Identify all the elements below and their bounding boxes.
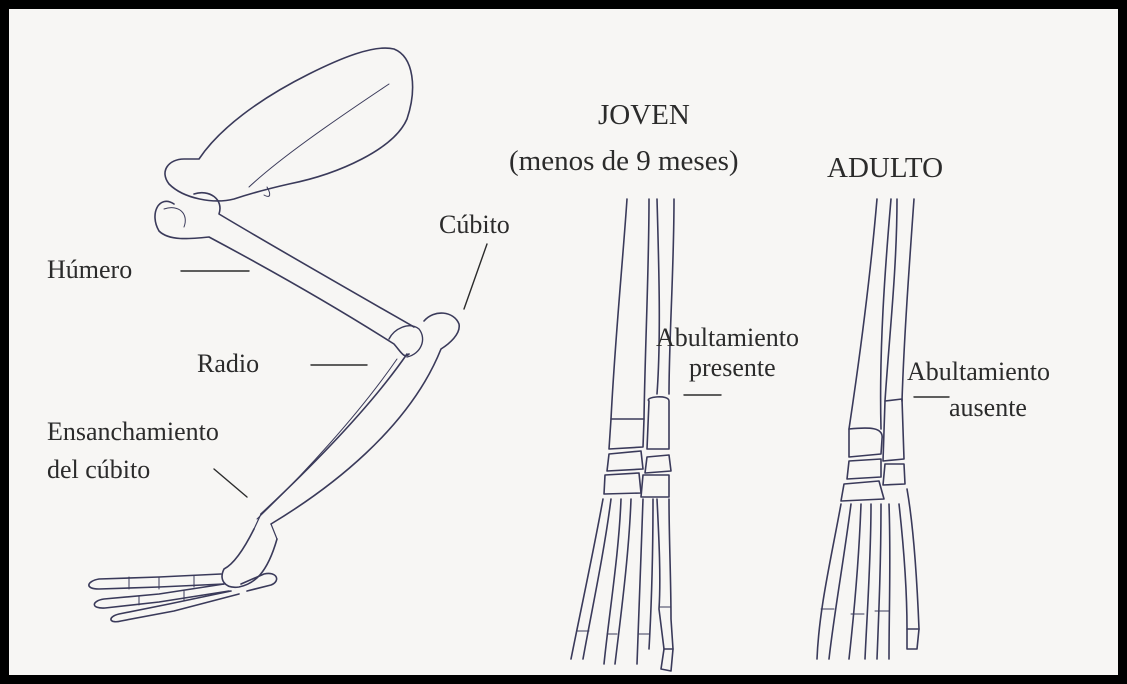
young-title: JOVEN [598, 101, 690, 130]
label-ulna-widening-1: Ensanchamiento [47, 419, 219, 445]
adult-title: ADULTO [827, 154, 943, 183]
adult-forelimb-drawing [817, 199, 919, 659]
label-humerus: Húmero [47, 257, 132, 283]
leader-lines-right [684, 395, 949, 397]
label-bulge-present-2: presente [689, 355, 776, 381]
label-bulge-absent-1: Abultamiento [907, 359, 1050, 385]
young-forelimb-drawing [571, 199, 674, 671]
scapula-drawing [165, 48, 413, 201]
label-bulge-present-1: Abultamiento [656, 325, 799, 351]
skeleton-illustration [9, 9, 1127, 684]
label-radius: Radio [197, 351, 259, 377]
label-bulge-absent-2: ausente [949, 395, 1027, 421]
humerus-drawing [155, 193, 423, 357]
ulna-radius-drawing [254, 313, 459, 539]
label-ulna-widening-2: del cúbito [47, 457, 150, 483]
young-subtitle: (menos de 9 meses) [509, 147, 739, 176]
paw-drawing [89, 529, 277, 622]
label-ulna: Cúbito [439, 212, 510, 238]
